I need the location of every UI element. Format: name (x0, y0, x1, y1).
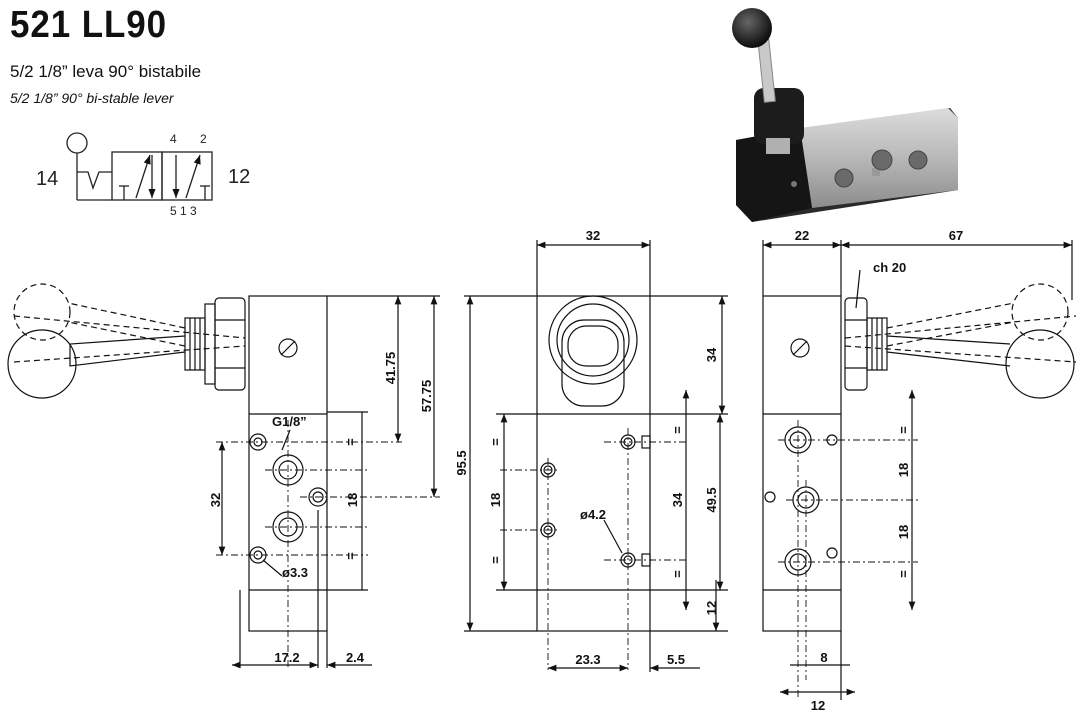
dim-8: 8 (820, 650, 827, 665)
eq-mark: = (896, 426, 911, 434)
hole-diameter-label: ø4.2 (580, 507, 606, 522)
description-english: 5/2 1/8” 90° bi-stable lever (10, 90, 174, 106)
thread-label: G1/8” (272, 414, 307, 429)
symbol-port-4: 4 (170, 132, 177, 146)
lever-front-icon (561, 319, 625, 407)
detent-icon (77, 171, 112, 191)
dim-34-top: 34 (704, 347, 719, 362)
pneumatic-symbol: 14 12 4 2 5 1 3 (36, 132, 250, 218)
dim-18-right-b: 18 (896, 525, 911, 539)
middle-view (464, 240, 728, 672)
dim-67: 67 (949, 228, 963, 243)
dim-95-5: 95.5 (454, 450, 469, 475)
eq-mark: = (488, 556, 503, 564)
symbol-port-12: 12 (228, 166, 250, 188)
left-view (7, 283, 440, 669)
symbol-port-2: 2 (200, 132, 207, 146)
lever-ball-icon (1005, 329, 1075, 399)
dim-32-left: 32 (208, 493, 223, 507)
dim-49-5: 49.5 (704, 487, 719, 512)
middle-view-labels: 32 34 95.5 18 = = 34 = = 49.5 12 ø4.2 23… (454, 228, 719, 667)
left-view-labels: G1/8” ø3.3 32 41.75 57.75 18 = = 17.2 2.… (208, 352, 434, 665)
dim-18-right-a: 18 (896, 463, 911, 477)
dim-32-top: 32 (586, 228, 600, 243)
eq-mark: = (488, 438, 503, 446)
dim-18-mid: 18 (488, 493, 503, 507)
eq-mark: = (670, 426, 685, 434)
lever-ball-icon (7, 329, 77, 399)
dim-17-2: 17.2 (274, 650, 299, 665)
dim-12-mid: 12 (704, 601, 719, 615)
product-illustration (732, 8, 958, 222)
right-view-labels: 22 67 ch 20 18 18 = = 8 12 (795, 228, 963, 713)
lever-knob-icon (732, 8, 772, 48)
dim-57-75: 57.75 (419, 380, 434, 413)
eq-mark: = (670, 570, 685, 578)
right-view (762, 240, 1077, 700)
dim-18-left: 18 (345, 493, 360, 507)
symbol-port-14: 14 (36, 168, 58, 190)
dim-22: 22 (795, 228, 809, 243)
dim-34-mid: 34 (670, 492, 685, 507)
hole-diameter-label: ø3.3 (282, 565, 308, 580)
dim-2-4: 2.4 (346, 650, 365, 665)
dim-5-5: 5.5 (667, 652, 685, 667)
eq-mark: = (343, 552, 358, 560)
symbol-port-bottom: 5 1 3 (170, 204, 197, 218)
model-title: 521 LL90 (10, 4, 168, 46)
screw-icon (278, 338, 298, 358)
screw-icon (790, 338, 810, 358)
description-italian: 5/2 1/8” leva 90° bistabile (10, 62, 202, 81)
lever-symbol-icon (66, 132, 88, 154)
hex-size-label: ch 20 (873, 260, 906, 275)
eq-mark: = (343, 438, 358, 446)
dim-41-75: 41.75 (383, 352, 398, 385)
dim-23-3: 23.3 (575, 652, 600, 667)
eq-mark: = (896, 570, 911, 578)
dim-12-right: 12 (811, 698, 825, 713)
